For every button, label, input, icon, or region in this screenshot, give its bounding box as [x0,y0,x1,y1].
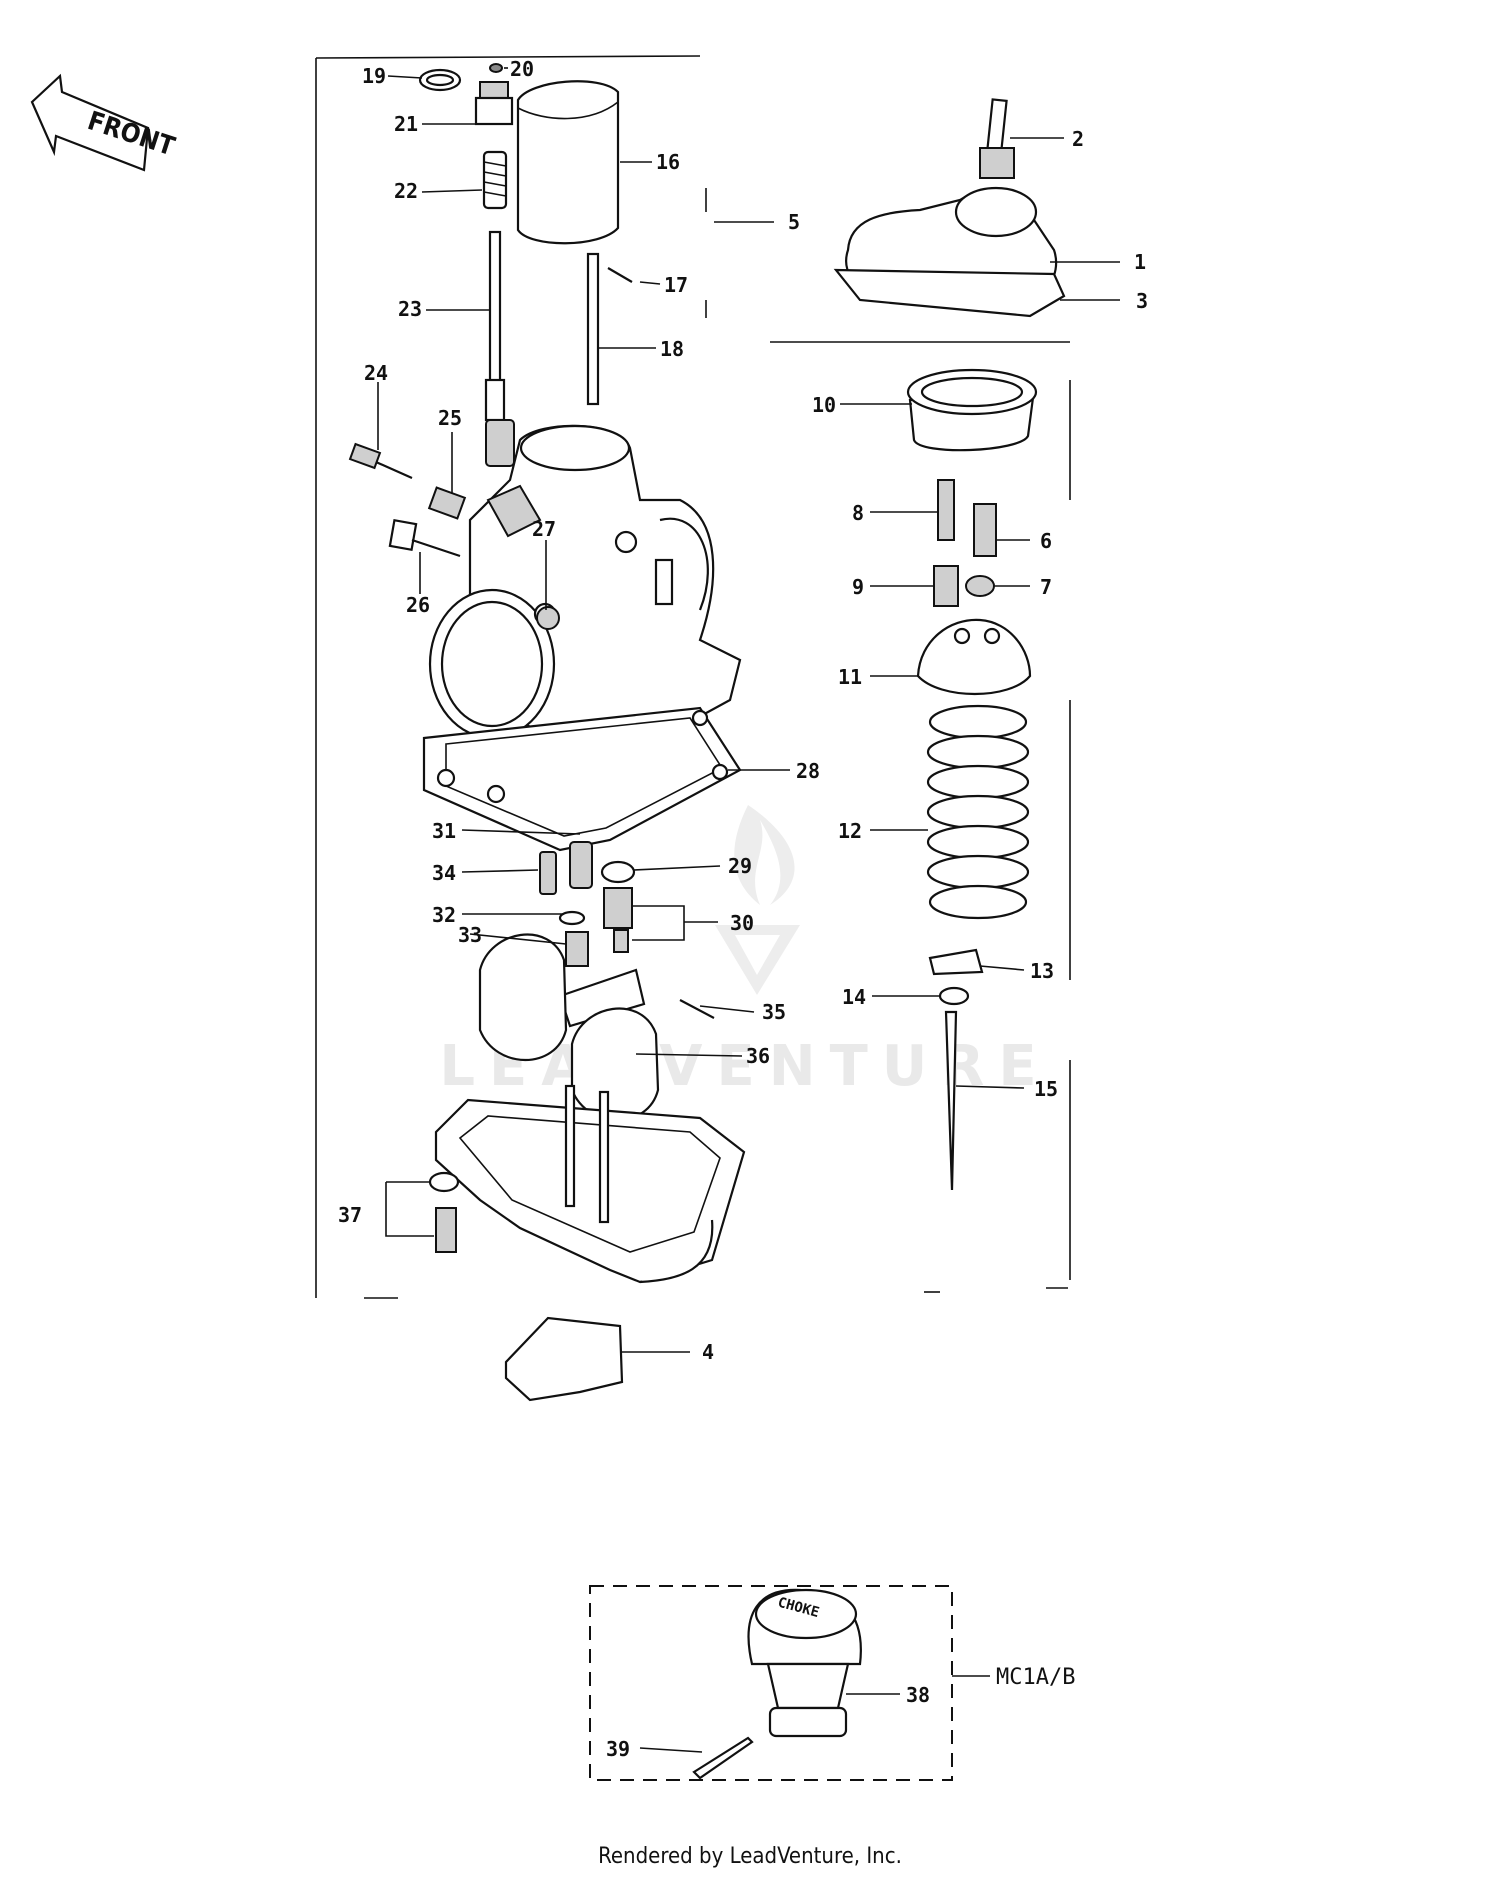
callout-7: 7 [1040,575,1052,599]
float-bowl [434,1084,746,1284]
fitting-21 [474,81,514,126]
nut-27 [536,606,560,630]
gasket-28 [422,706,742,852]
float-36 [478,933,660,1121]
adjuster-6 [973,503,997,557]
cap-gasket-3 [833,268,1066,318]
bolt-26 [388,519,461,558]
jet-needle-15 [944,1010,958,1191]
o-ring-19-inner [425,73,455,87]
screw-24 [348,442,413,480]
spring-25 [427,486,467,520]
callout-labels: 19 20 21 22 23 24 25 26 27 16 17 18 5 28… [338,57,1148,1761]
plate-13 [928,948,984,976]
callout-18: 18 [660,337,684,361]
callout-17: 17 [664,273,688,297]
callout-4: 4 [702,1340,714,1364]
callout-37: 37 [338,1203,362,1227]
callout-6: 6 [1040,529,1052,553]
callout-11: 11 [838,665,862,689]
callout-28: 28 [796,759,820,783]
callout-9: 9 [852,575,864,599]
top-cap-1 [845,186,1058,294]
callout-12: 12 [838,819,862,843]
callout-10: 10 [812,393,836,417]
leader-lines [377,67,1120,1753]
callout-2: 2 [1072,127,1084,151]
callout-30: 30 [730,911,754,935]
clip-14 [938,986,970,1006]
callout-32: 32 [432,903,456,927]
washer-32 [558,910,586,926]
callout-22: 22 [394,179,418,203]
callout-23: 23 [398,297,422,321]
watermark: LEADVENTURE [439,805,1037,1099]
throttle-slide-16 [516,80,620,245]
front-arrow-icon: FRONT [30,73,178,172]
screw-37 [428,1171,460,1253]
screw-8 [937,479,955,541]
pilot-jet-34 [539,851,557,895]
pin-35 [679,999,715,1019]
assembly-frame [315,55,1071,1299]
callout-19: 19 [362,64,386,88]
ring-nut-10 [906,368,1038,452]
footer-credit: Rendered by LeadVenture, Inc. [598,1844,902,1869]
callout-29: 29 [728,854,752,878]
callout-33: 33 [458,923,482,947]
nut-7 [965,575,995,597]
clip-17 [607,267,633,283]
spring-9 [933,565,959,607]
variant-label: MC1A/B [996,1665,1075,1690]
callout-39: 39 [606,1737,630,1761]
callout-20: 20 [510,57,534,81]
callout-24: 24 [364,361,388,385]
callout-31: 31 [432,819,456,843]
choke-knob-38: CHOKE [747,1588,862,1738]
callout-5: 5 [788,210,800,234]
cable-adjuster-2 [979,98,1015,179]
callout-26: 26 [406,593,430,617]
return-spring-12 [926,704,1030,920]
callout-13: 13 [1030,959,1054,983]
long-rod-23 [484,230,515,467]
callout-15: 15 [1034,1077,1058,1101]
callout-36: 36 [746,1044,770,1068]
choke-subassembly-frame [589,1585,953,1781]
main-jet-31 [569,841,593,889]
washer-20 [489,63,503,73]
cotter-pin-39 [692,1736,754,1780]
callout-35: 35 [762,1000,786,1024]
rod-18 [586,252,600,406]
callout-27: 27 [532,517,556,541]
callout-14: 14 [842,985,866,1009]
callout-38: 38 [906,1683,930,1707]
washer-29 [600,860,636,884]
callout-16: 16 [656,150,680,174]
spring-seat-11 [916,618,1032,696]
cap-4 [504,1316,624,1402]
callout-3: 3 [1136,289,1148,313]
callout-34: 34 [432,861,456,885]
spring-22 [482,150,508,210]
callout-21: 21 [394,112,418,136]
needle-valve-30 [603,887,633,953]
jet-33 [565,931,589,967]
callout-1: 1 [1134,250,1146,274]
callout-25: 25 [438,406,462,430]
callout-8: 8 [852,501,864,525]
